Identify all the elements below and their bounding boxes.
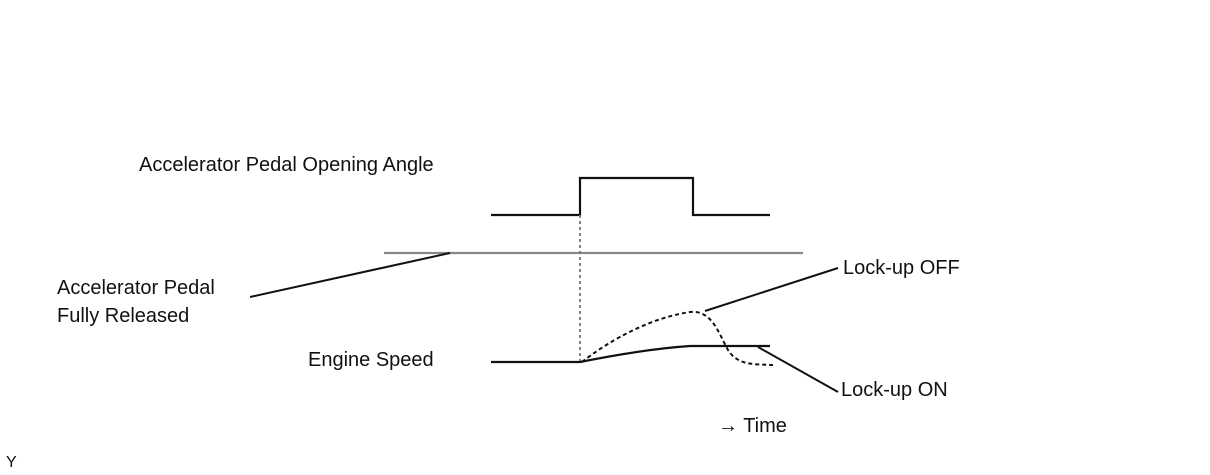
figure-code: Y (6, 454, 17, 471)
accelerator-angle-label: Accelerator Pedal Opening Angle (139, 154, 434, 176)
engine-speed-label: Engine Speed (308, 349, 434, 371)
time-axis-label: → Time (718, 415, 787, 437)
lockup-off-label: Lock-up OFF (843, 257, 960, 279)
pedal-released-label-line1: Accelerator Pedal (57, 277, 215, 299)
lockup-on-label: Lock-up ON (841, 379, 948, 401)
engine-speed-lockup-off-curve (581, 310, 774, 366)
pedal-released-label-line2: Fully Released (57, 305, 190, 327)
lockup-off-leader (704, 267, 839, 312)
lockup-on-leader (757, 346, 839, 393)
engine-speed-lockup-on-curve (491, 344, 770, 364)
pedal-released-leader (249, 252, 451, 298)
accelerator-angle-waveform (491, 176, 770, 217)
